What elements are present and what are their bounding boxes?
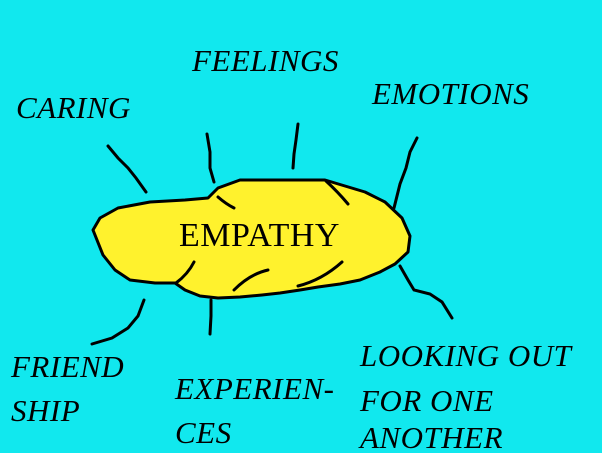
cloud-inner-stroke: [174, 260, 196, 285]
center-label: EMPATHY: [179, 217, 340, 254]
connector-feelings-right: [291, 122, 300, 170]
label-emotions: EMOTIONS: [372, 76, 530, 111]
connector-caring: [106, 144, 148, 194]
connector-experiences: [208, 298, 213, 336]
label-looking-out-line1: LOOKING OUT: [360, 338, 572, 373]
label-caring: CARING: [16, 90, 131, 125]
cloud-inner-stroke: [232, 268, 270, 292]
label-experiences-line2: CES: [175, 415, 232, 450]
label-looking-out-line3: ANOTHER: [360, 420, 503, 453]
cloud-inner-stroke: [296, 260, 344, 288]
connector-feelings-left: [205, 132, 216, 184]
connector-looking-out: [398, 264, 454, 320]
cloud-inner-stroke: [216, 195, 236, 210]
label-friendship-line1: FRIEND: [11, 349, 125, 384]
label-experiences-line1: EXPERIEN-: [175, 371, 335, 406]
label-friendship-line2: SHIP: [11, 393, 81, 428]
cloud-inner-stroke: [324, 179, 350, 206]
label-feelings: FEELINGS: [192, 43, 339, 78]
connector-friendship: [90, 298, 146, 346]
empathy-cloud: [91, 178, 412, 300]
connector-emotions: [392, 136, 419, 210]
label-looking-out-line2: FOR ONE: [360, 383, 494, 418]
